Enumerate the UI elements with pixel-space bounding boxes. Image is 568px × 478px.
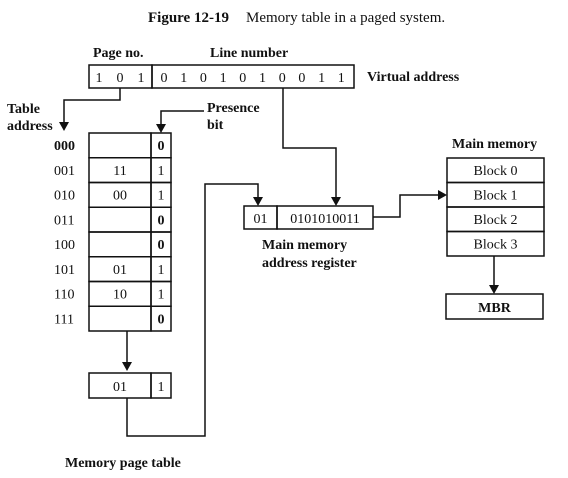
page-bit: 1 <box>138 71 145 86</box>
block-number: 11 <box>113 164 126 179</box>
memory-block-label: Block 0 <box>474 164 518 179</box>
table-address: 000 <box>54 139 75 154</box>
memory-block-label: Block 2 <box>474 213 518 228</box>
main-memory-label: Main memory <box>452 137 537 152</box>
block-cell <box>88 305 152 332</box>
mbr-box <box>445 293 544 320</box>
block-number: 01 <box>113 263 127 278</box>
table-address: 001 <box>54 164 75 179</box>
presence-bit-label: Presence bit <box>207 101 263 133</box>
block-number: 10 <box>113 288 127 303</box>
table-address: 110 <box>54 288 74 303</box>
presence-value: 1 <box>158 189 165 204</box>
memory-block-label: Block 3 <box>474 238 518 253</box>
table-address: 101 <box>54 263 75 278</box>
line-bit: 0 <box>279 71 286 86</box>
memory-address-arrow <box>373 194 439 218</box>
table-address-label: Table address <box>7 102 53 134</box>
line-bit: 0 <box>200 71 207 86</box>
line-bit: 1 <box>259 71 266 86</box>
mm-address-register-block: 01 <box>254 212 268 227</box>
main-memory: Block 0 Block 1 Block 2 Block 3 <box>446 157 545 257</box>
figure-number: Figure 12-19 <box>148 10 229 26</box>
virtual-address-line-field <box>151 64 355 89</box>
presence-bit-arrowhead <box>156 124 166 133</box>
table-address: 011 <box>54 213 74 228</box>
mm-address-register-line: 0101010011 <box>290 212 359 227</box>
block-cell <box>88 231 152 258</box>
table-row: 100 0 <box>54 231 172 258</box>
table-output-arrowhead <box>122 362 132 371</box>
figure-title: Memory table in a paged system. <box>246 10 445 26</box>
line-bit: 1 <box>318 71 325 86</box>
presence-value: 1 <box>158 263 165 278</box>
page-table-register-presence: 1 <box>158 380 165 395</box>
line-bit: 1 <box>180 71 187 86</box>
line-bit: 1 <box>338 71 345 86</box>
presence-value: 0 <box>158 139 165 154</box>
mbr-arrowhead <box>489 285 499 294</box>
presence-value: 1 <box>158 164 165 179</box>
block-number-arrowhead <box>253 197 263 206</box>
virtual-address-label: Virtual address <box>367 70 460 85</box>
block-cell <box>88 206 152 233</box>
page-number-arrow <box>63 88 121 122</box>
mbr-label: MBR <box>478 301 512 316</box>
line-bit: 0 <box>161 71 168 86</box>
page-number-arrowhead <box>59 122 69 131</box>
memory-page-table-caption: Memory page table <box>65 456 181 471</box>
page-table-register-presence-field <box>150 372 172 399</box>
presence-cell <box>150 305 172 332</box>
table-row: 010 00 1 <box>54 181 172 208</box>
line-bit: 0 <box>298 71 305 86</box>
presence-bit-arrow <box>160 110 204 125</box>
block-number-arrow <box>126 183 259 437</box>
table-row: 011 0 <box>54 206 172 233</box>
page-no-label: Page no. <box>93 46 144 61</box>
line-bit: 0 <box>239 71 246 86</box>
table-address: 111 <box>54 312 74 327</box>
page-bit: 1 <box>96 71 103 86</box>
memory-block-label: Block 1 <box>474 189 518 204</box>
table-address: 010 <box>54 189 75 204</box>
line-number-arrow <box>282 88 337 198</box>
page-bit: 0 <box>117 71 124 86</box>
presence-value: 0 <box>158 238 165 253</box>
memory-block <box>446 230 545 257</box>
presence-value: 0 <box>158 312 165 327</box>
memory-address-arrowhead <box>438 190 447 200</box>
page-table-register-block: 01 <box>113 380 127 395</box>
line-number-label: Line number <box>210 46 288 61</box>
table-row: 111 0 <box>54 305 172 332</box>
block-number: 00 <box>113 189 127 204</box>
presence-value: 0 <box>158 213 165 228</box>
line-number-arrowhead <box>331 197 341 206</box>
table-address: 100 <box>54 238 75 253</box>
block-cell <box>88 132 152 159</box>
line-bit: 1 <box>220 71 227 86</box>
mm-address-register-label: Main memory address register <box>262 238 357 271</box>
presence-value: 1 <box>158 288 165 303</box>
table-row: 110 10 1 <box>54 280 172 307</box>
table-row: 101 01 1 <box>54 256 172 283</box>
